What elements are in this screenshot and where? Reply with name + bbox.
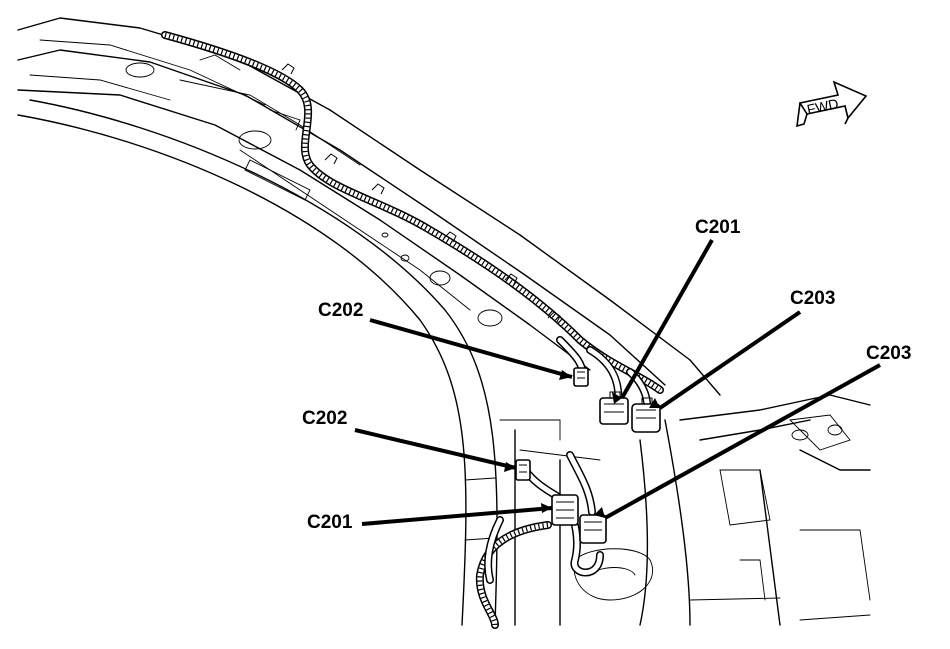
leader-c202-upper	[369, 318, 573, 379]
leader-c201-upper	[620, 239, 714, 399]
fwd-direction-marker: FWD	[796, 80, 868, 128]
label-c203-upper: C203	[790, 288, 835, 309]
door-opening-structure	[17, 99, 691, 626]
label-c201-upper: C201	[695, 217, 741, 238]
label-c203-lower: C203	[866, 343, 911, 364]
label-c202-lower: C202	[302, 408, 347, 429]
leader-c203-upper	[658, 310, 802, 410]
leader-c203-lower	[604, 363, 881, 520]
leader-lines	[354, 239, 881, 526]
label-c201-lower: C201	[307, 512, 353, 533]
arrowhead	[559, 370, 572, 380]
rear-body-structure	[679, 394, 871, 626]
connector-c203-upper	[631, 397, 661, 433]
arrowhead	[649, 398, 660, 408]
leader-c202-lower	[354, 428, 517, 470]
leader-c201-lower	[361, 506, 553, 526]
fwd-text: FWD	[805, 95, 840, 117]
connector-c202-upper	[573, 367, 589, 387]
roof-rail-structure	[17, 17, 721, 396]
arrowhead	[594, 507, 605, 518]
arrowhead	[504, 462, 516, 472]
arrowhead	[541, 503, 552, 513]
callout-labels: C201 C203 C202 C203 C202 C201	[302, 217, 911, 533]
arrowhead	[612, 392, 622, 404]
harness-clips	[281, 63, 561, 323]
label-c202-upper: C202	[318, 300, 363, 321]
connector-c203-lower	[579, 514, 607, 544]
connector-c202-lower	[515, 459, 531, 481]
connector-c201-lower	[551, 494, 579, 526]
